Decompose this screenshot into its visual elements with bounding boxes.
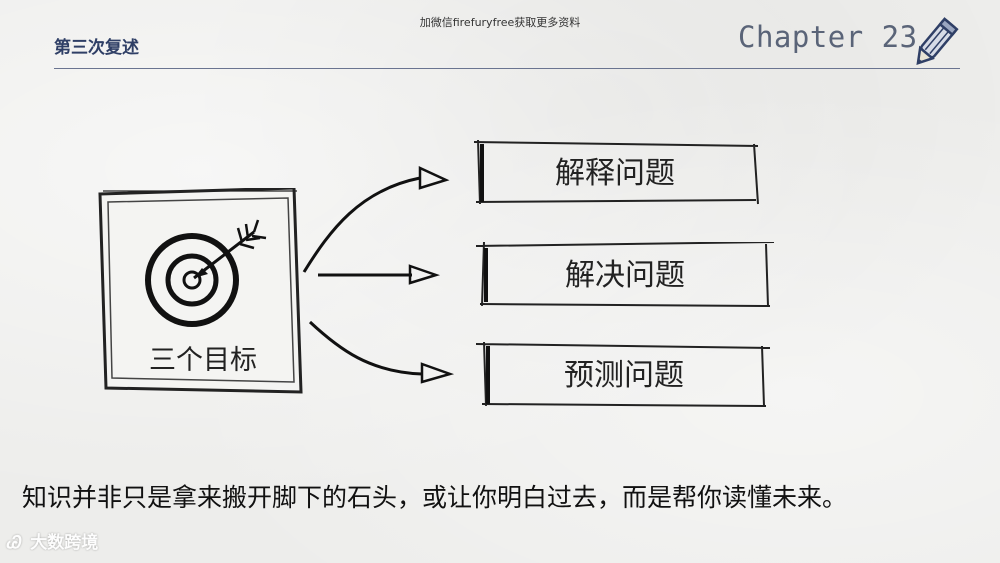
brand-name: 大数跨境 [30, 533, 99, 553]
box-predict-problem-label: 预测问题 [564, 358, 684, 393]
quote-text: 知识并非只是拿来搬开脚下的石头，或让你明白过去，而是帮你读懂未来。 [22, 483, 848, 512]
watermark-text: 加微信firefuryfree获取更多资料 [419, 16, 581, 29]
box-explain-problem-label: 解释问题 [555, 156, 675, 191]
chapter-label: Chapter 23 [738, 20, 918, 54]
header-divider [54, 68, 960, 69]
section-title: 第三次复述 [54, 38, 139, 58]
brand-watermark: Ꮚ 大数跨境 [6, 528, 98, 553]
goal-card-label: 三个目标 [149, 345, 257, 376]
box-solve-problem: 解决问题 [474, 242, 776, 307]
box-explain-problem: 解释问题 [470, 140, 760, 205]
brand-logo-icon: Ꮚ [6, 533, 21, 553]
box-predict-problem: 预测问题 [476, 342, 772, 407]
goal-card: 三个目标 [98, 188, 308, 398]
box-solve-problem-label: 解决问题 [565, 258, 685, 293]
pencil-icon [906, 16, 962, 76]
